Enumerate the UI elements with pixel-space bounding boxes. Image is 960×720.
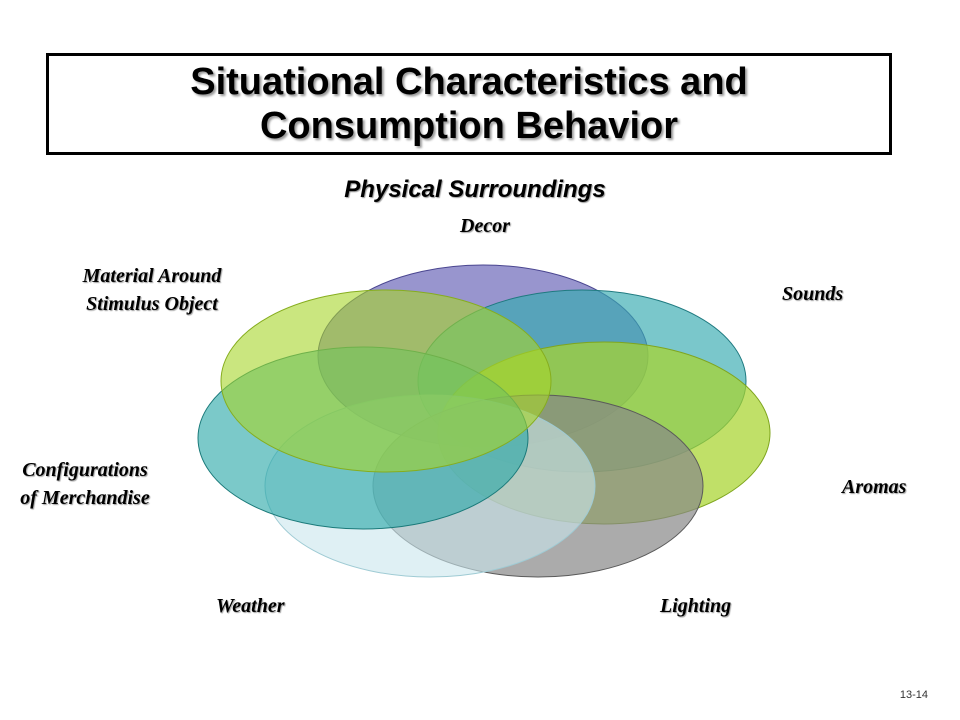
title-line-1: Situational Characteristics and xyxy=(190,61,748,103)
ellipse-material xyxy=(220,289,552,473)
label-configurations: Configurations of Merchandise xyxy=(0,456,170,512)
label-material: Material Around Stimulus Object xyxy=(52,262,252,318)
label-configurations-line-2: of Merchandise xyxy=(20,487,150,509)
label-weather: Weather xyxy=(216,595,285,617)
label-material-line-2: Stimulus Object xyxy=(86,293,218,315)
label-decor: Decor xyxy=(460,215,510,237)
label-configurations-line-1: Configurations xyxy=(22,459,148,481)
label-sounds: Sounds xyxy=(782,283,844,305)
title-box: Situational Characteristics and Consumpt… xyxy=(46,53,892,155)
label-material-line-1: Material Around xyxy=(82,265,222,287)
title-line-2: Consumption Behavior xyxy=(259,105,679,147)
subtitle: Physical Surroundings xyxy=(344,176,606,203)
label-aromas: Aromas xyxy=(842,476,907,498)
slide-number: 13-14 xyxy=(899,689,928,701)
label-lighting: Lighting xyxy=(660,595,732,617)
